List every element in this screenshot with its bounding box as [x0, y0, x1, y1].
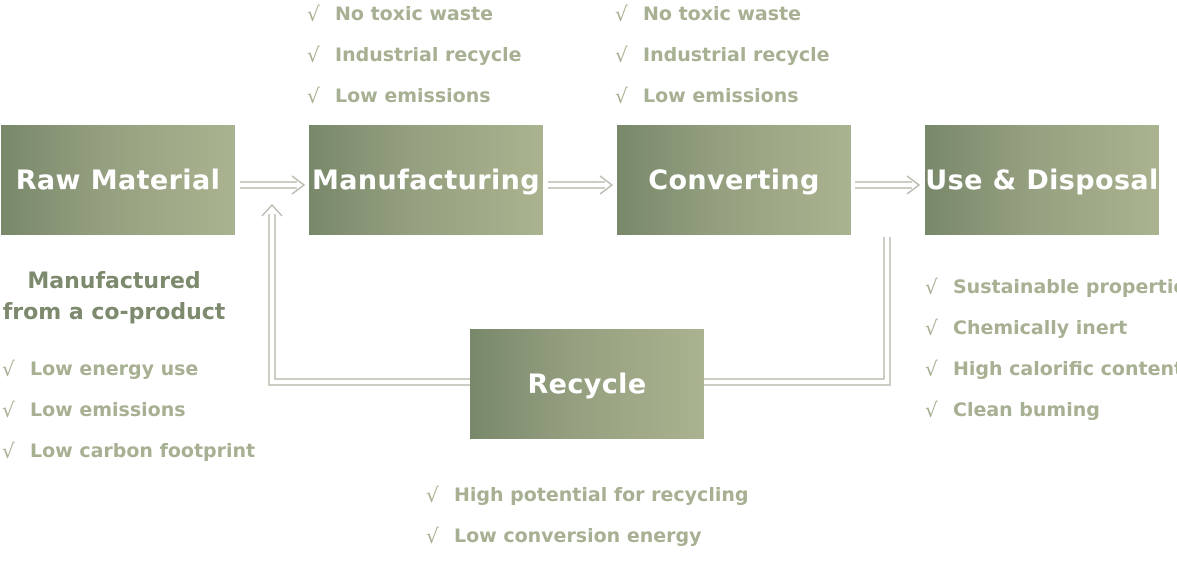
check-icon: √: [925, 275, 938, 299]
arrow-manufacturing-to-converting: [548, 175, 614, 195]
check-icon: √: [307, 84, 320, 108]
check-icon: √: [925, 357, 938, 381]
arrow-converting-to-use: [855, 175, 921, 195]
stage-recycle: Recycle: [470, 329, 704, 439]
list-item: √Chemically inert: [925, 316, 1128, 340]
list-item: √Sustainable properties: [925, 275, 1177, 299]
use-disposal-benefits: √Sustainable properties √Chemically iner…: [925, 274, 1177, 438]
check-icon: √: [615, 43, 628, 67]
list-item: √Low emissions: [615, 84, 799, 108]
check-icon: √: [307, 43, 320, 67]
check-icon: √: [426, 524, 439, 548]
recycle-benefits: √High potential for recycling √Low conve…: [426, 482, 748, 564]
raw-material-heading: Manufactured from a co-product: [0, 266, 228, 328]
check-icon: √: [307, 2, 320, 26]
check-icon: √: [615, 84, 628, 108]
heading-line: Manufactured: [27, 269, 201, 294]
converting-benefits: √No toxic waste √Industrial recycle √Low…: [615, 1, 830, 124]
arrow-raw-to-manufacturing: [240, 175, 306, 195]
list-item: √High calorific content: [925, 357, 1177, 381]
connector-arrows: [240, 175, 921, 386]
check-icon: √: [925, 316, 938, 340]
list-item: √Low energy use: [2, 357, 199, 381]
stage-converting: Converting: [617, 125, 851, 235]
list-item: √Industrial recycle: [615, 43, 830, 67]
stage-label: Raw Material: [15, 164, 221, 196]
arrow-recycle-to-manufacturing: [261, 203, 470, 386]
stage-use-disposal: Use & Disposal: [925, 125, 1159, 235]
list-item: √High potential for recycling: [426, 483, 749, 507]
check-icon: √: [615, 2, 628, 26]
list-item: √Industrial recycle: [307, 43, 522, 67]
stage-label: Converting: [648, 164, 820, 196]
list-item: √Low emissions: [2, 398, 186, 422]
list-item: √Clean buming: [925, 398, 1100, 422]
list-item: √Low conversion energy: [426, 524, 702, 548]
stage-label: Use & Disposal: [925, 164, 1159, 196]
stage-label: Manufacturing: [312, 164, 540, 196]
check-icon: √: [2, 439, 15, 463]
arrow-use-to-recycle: [704, 237, 891, 386]
check-icon: √: [2, 398, 15, 422]
stage-manufacturing: Manufacturing: [309, 125, 543, 235]
stage-label: Recycle: [527, 368, 647, 400]
list-item: √No toxic waste: [615, 2, 802, 26]
list-item: √Low carbon footprint: [2, 439, 256, 463]
list-item: √No toxic waste: [307, 2, 494, 26]
check-icon: √: [2, 357, 15, 381]
heading-line: from a co-product: [2, 300, 226, 325]
list-item: √Low emissions: [307, 84, 491, 108]
check-icon: √: [426, 483, 439, 507]
stage-raw-material: Raw Material: [1, 125, 235, 235]
manufacturing-benefits: √No toxic waste √Industrial recycle √Low…: [307, 1, 522, 124]
check-icon: √: [925, 398, 938, 422]
raw-material-benefits: √Low energy use √Low emissions √Low carb…: [2, 356, 255, 479]
